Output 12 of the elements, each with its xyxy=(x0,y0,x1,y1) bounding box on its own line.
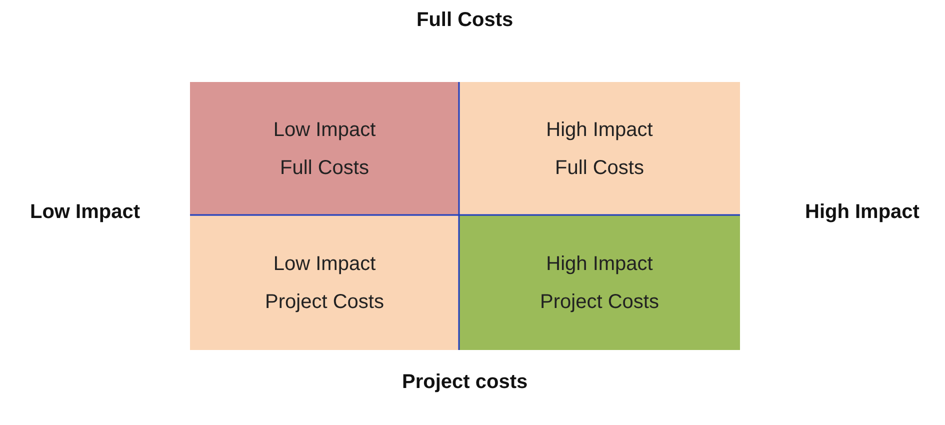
quadrant-text: Low Impact Project Costs xyxy=(264,252,385,314)
quadrant-text: Low Impact Full Costs xyxy=(272,118,377,180)
quadrant-box xyxy=(459,82,740,215)
axis-label: High Impact xyxy=(805,200,920,224)
axis-title: Project costs xyxy=(402,370,528,394)
quadrant-box xyxy=(190,215,459,350)
axis-label: Low Impact xyxy=(30,200,140,224)
quadrant-text: High Impact Full Costs xyxy=(545,118,654,180)
quadrant-text: High Impact Project Costs xyxy=(539,252,660,314)
quadrant-box xyxy=(459,215,740,350)
quadrant-box xyxy=(190,82,459,215)
axis-title: Full Costs xyxy=(416,8,514,32)
